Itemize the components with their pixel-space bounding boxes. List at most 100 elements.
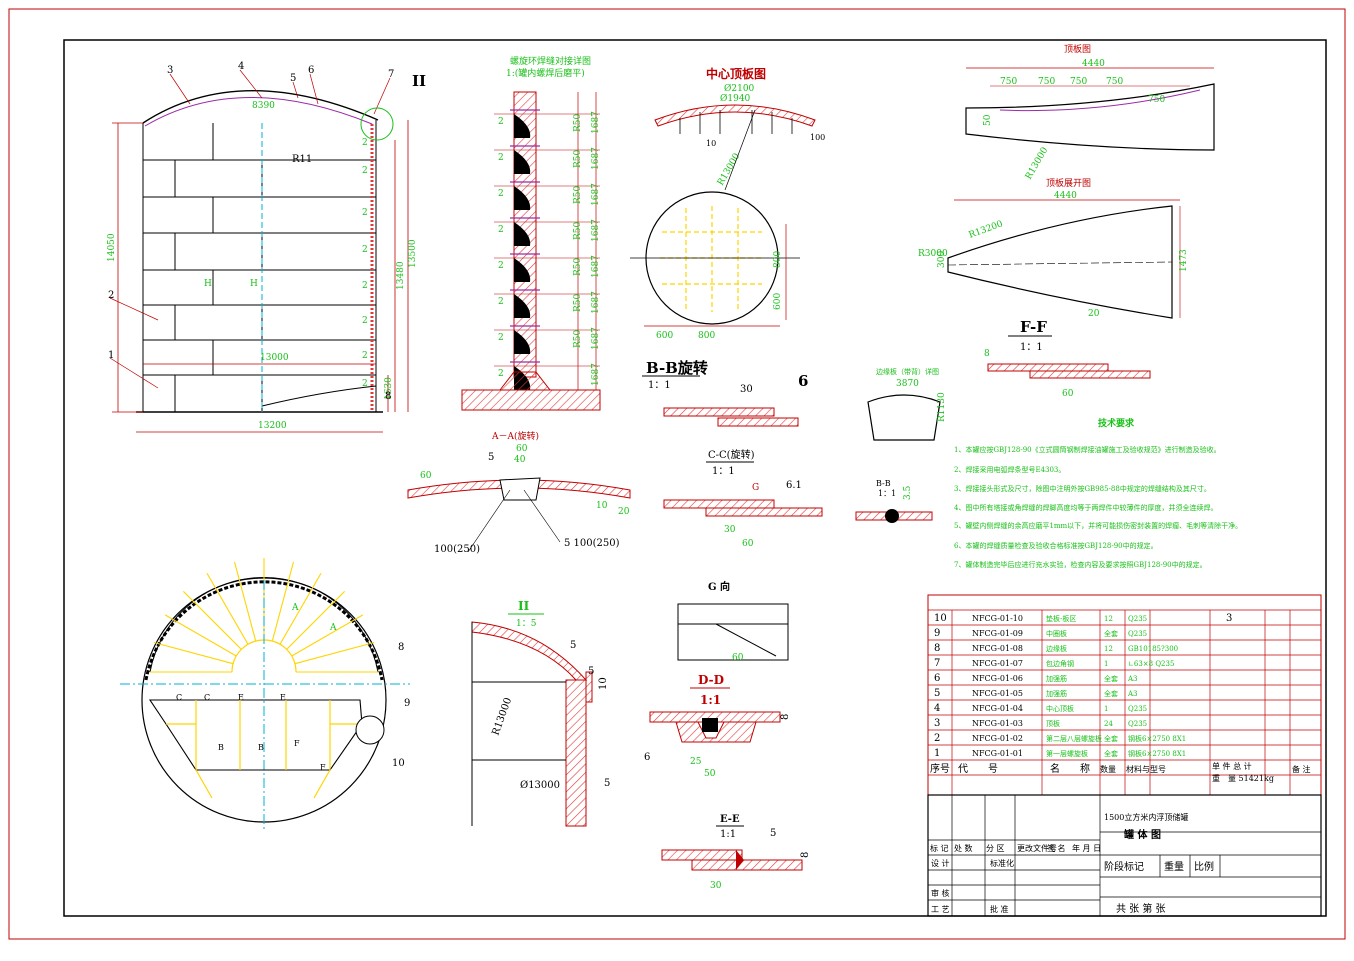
tech-7: 7、罐体制造完毕后应进行充水实验，检查内容及要求按照GBJ128-90中的规定。 — [954, 560, 1207, 569]
section-ee: E-E 1:1 30 8 5 — [661, 814, 811, 891]
tech-4: 4、图中所有塔接或角焊缝的焊脚高度均等于两焊件中较薄件的厚度，并须全连续焊。 — [954, 503, 1217, 512]
tech-2: 2、焊接采用电弧焊条型号E4303。 — [954, 465, 1065, 474]
g-title: G 向 — [708, 580, 730, 593]
dev-width: 1473 — [1179, 249, 1189, 272]
ff-8: 8 — [984, 349, 990, 359]
course-label: 2 — [362, 166, 368, 176]
course-label: 2 — [362, 316, 368, 326]
ring-row-label: 2 — [498, 333, 504, 343]
center-grid-b: 800 — [698, 331, 715, 341]
bb-plate-b — [717, 417, 799, 427]
tech-3: 3、焊接接头形式及尺寸，除图中注明外按GB985-88中规定的焊缝结构及其尺寸。 — [954, 484, 1211, 493]
bom-no: 5 — [934, 688, 940, 699]
top-50: 50 — [983, 114, 993, 126]
bom-code: NFCG-01-02 — [972, 734, 1023, 743]
bb-plate-a — [663, 407, 775, 417]
top-radius: R13000 — [1024, 146, 1051, 182]
dev-20: 20 — [1088, 309, 1100, 319]
ring-dim: 1687 — [591, 291, 601, 314]
aa-plate — [407, 479, 631, 499]
dim-height: 14050 — [107, 233, 117, 262]
bom-name: 加强筋 — [1046, 689, 1067, 698]
part-2: 2 — [108, 290, 114, 301]
part-3: 3 — [167, 65, 173, 76]
center-grid-d: 600 — [773, 293, 783, 310]
course-label: 2 — [362, 379, 368, 389]
cc-g: G — [752, 483, 759, 493]
ring-row-label: 2 — [498, 117, 504, 127]
ring-weld — [514, 294, 531, 318]
ring-weld — [514, 222, 531, 246]
dd-title: D-D — [698, 673, 724, 687]
section-h-left: H — [204, 279, 212, 289]
plan-8: 8 — [398, 642, 404, 653]
aa-joint — [499, 477, 541, 501]
roof-rafter — [233, 561, 257, 642]
roof-rafter — [286, 591, 345, 650]
plan-9: 9 — [404, 698, 410, 709]
roof-rafter — [279, 572, 322, 645]
ring-dim: 1687 — [591, 183, 601, 206]
edge-len: 3870 — [896, 379, 919, 389]
bom-qty: 全套 — [1104, 689, 1118, 698]
bom-name: 包边角钢 — [1046, 659, 1074, 668]
tb-weight: 重量 — [1164, 860, 1184, 873]
ring-row-label: 2 — [498, 369, 504, 379]
part-5: 5 — [290, 73, 296, 84]
ff-60: 60 — [1062, 389, 1074, 399]
center-100: 100 — [810, 133, 825, 142]
detail-ii-circle — [360, 107, 394, 141]
center-grid-a: 600 — [656, 331, 673, 341]
course-label: 2 — [362, 208, 368, 218]
dd-50: 50 — [704, 769, 716, 779]
bom-name: 垫板-板区 — [1046, 614, 1076, 623]
section-h-right: H — [250, 279, 258, 289]
roof-rafter — [206, 572, 249, 645]
edge-plate-detail: 边缘板（带背）详图 3870 R1130 — [867, 367, 947, 441]
center-10: 10 — [706, 139, 716, 148]
ring-dim: 1687 — [591, 219, 601, 242]
ii-title: II — [518, 599, 530, 613]
ring-gap: R50 — [573, 185, 583, 204]
roof-rafter — [271, 561, 295, 642]
bom-name: 中心顶板 — [1046, 704, 1074, 713]
bom-no: 7 — [934, 658, 940, 669]
cc-title: C-C(旋转) — [708, 448, 755, 461]
top-plate-view: 顶板图 4440 750 750 750 750 750 R13000 50 — [965, 43, 1215, 182]
bom-no: 10 — [934, 613, 947, 624]
plan-c2: C — [204, 693, 210, 702]
ff-scale: 1：1 — [1020, 342, 1043, 353]
bom-qty: 12 — [1104, 615, 1113, 623]
aa-60: 60 — [420, 471, 432, 481]
edge-radius: R1130 — [937, 392, 947, 422]
bom-material: ∟63×8 Q235 — [1128, 660, 1174, 668]
g-60: 60 — [732, 653, 744, 663]
bom-material: GB10185?300 — [1128, 645, 1178, 653]
ring-gap: R50 — [573, 329, 583, 348]
dim-r11: R11 — [292, 154, 312, 165]
part-4: 4 — [238, 61, 244, 72]
cc-60: 60 — [742, 539, 754, 549]
bom-h-no: 序号 — [930, 762, 950, 775]
ee-5: 5 — [770, 828, 776, 839]
tb-review: 审 核 — [931, 888, 950, 898]
bom-code: NFCG-01-09 — [972, 629, 1023, 638]
ring-weld — [514, 186, 531, 210]
bom-material: Q235 — [1128, 705, 1147, 713]
tech-title: 技术要求 — [1098, 417, 1135, 429]
ii-5b: 5 — [588, 666, 594, 677]
tb-drawing: 罐 体 图 — [1123, 828, 1161, 841]
aa-40: 40 — [514, 455, 526, 465]
part-7: 7 — [388, 69, 394, 80]
bom-qty: 全套 — [1104, 734, 1118, 743]
bom-name: 第二层八层螺旋板 — [1046, 734, 1102, 743]
plan-b2: B — [258, 743, 264, 752]
ff-plate-bot — [1029, 370, 1151, 379]
roof-rafter — [294, 641, 375, 665]
bom-code: NFCG-01-04 — [972, 704, 1023, 713]
dev-len: 4440 — [1054, 191, 1077, 201]
top-plate-outline — [965, 83, 1215, 151]
bom-code: NFCG-01-10 — [972, 614, 1023, 623]
top-plate-development: 顶板展开图 4440 1473 300 20 R3000 R13200 — [918, 177, 1189, 319]
bom-h-code: 代 号 — [958, 763, 998, 775]
